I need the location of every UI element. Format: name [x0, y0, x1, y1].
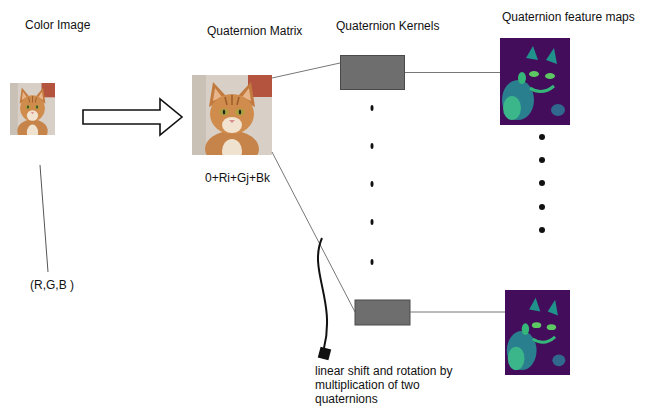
panel-heading: Quaternion Kernels [336, 19, 439, 33]
leader-line [40, 165, 48, 272]
ellipsis-dots [539, 134, 545, 233]
connector-line [272, 152, 355, 312]
panel-heading: Quaternion feature maps [502, 10, 635, 24]
connector-line [405, 72, 500, 73]
kernel-box: Quaternion Kernels [340, 55, 405, 90]
pointer-line [318, 238, 327, 348]
feature-map [500, 38, 570, 125]
channel-label: (R,G,B ) [30, 278, 74, 292]
cat-image [192, 75, 272, 167]
annotation-note: linear shift and rotation by multiplicat… [315, 364, 463, 406]
formula-caption: 0+Ri+Gj+Bk [205, 171, 270, 185]
panel-heading: Color Image [25, 18, 90, 32]
connector-line [272, 63, 340, 78]
feature-map [505, 290, 570, 375]
kernel-box [355, 300, 410, 325]
cat-image [10, 83, 55, 143]
image-panel: Color Image [10, 83, 55, 135]
feature-map-panel: Quaternion feature maps [500, 38, 570, 125]
ellipsis-dots [371, 105, 374, 265]
connector-line [410, 312, 505, 313]
panel-heading: Quaternion Matrix [207, 24, 302, 38]
block-arrow [83, 99, 182, 135]
image-panel: Quaternion Matrix0+Ri+Gj+Bk [192, 75, 272, 155]
pointer-marker [318, 347, 331, 360]
